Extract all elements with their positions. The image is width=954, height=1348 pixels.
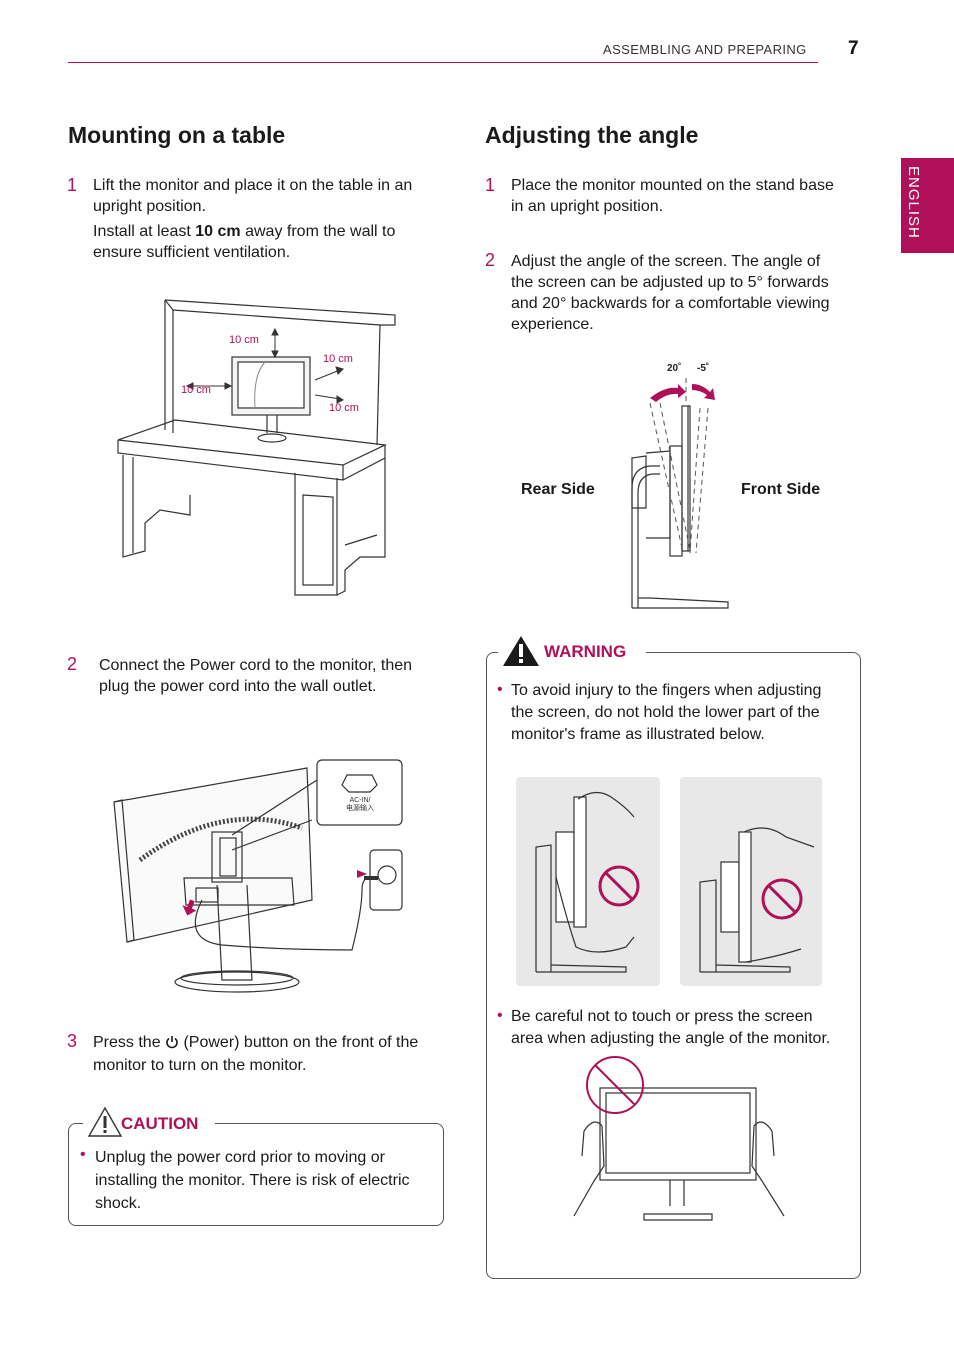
warning-line: area when adjusting the angle of the mon… [511, 1030, 831, 1047]
power-cord-illustration [113, 759, 403, 993]
language-tab-label: ENGLISH [905, 166, 922, 239]
running-header: ASSEMBLING AND PREPARING [603, 42, 807, 57]
angle-step2-text: Adjust the angle of the screen. The angl… [511, 251, 861, 335]
angle-step2-line: the screen can be adjusted up to 5° forw… [511, 274, 829, 291]
caution-header: CAUTION [83, 1104, 215, 1140]
screen-press-hazard-illustration [573, 1056, 785, 1221]
bullet: • [497, 681, 503, 698]
caution-line: installing the monitor. There is risk of… [95, 1172, 410, 1189]
language-tab: ENGLISH [901, 158, 954, 253]
step-number: 2 [485, 250, 496, 270]
step1-line: Lift the monitor and place it on the tab… [93, 177, 413, 194]
caution-text: Unplug the power cord prior to moving or… [95, 1146, 435, 1215]
step3-line: Press the (Power) button on the front of… [93, 1032, 443, 1055]
ventilation-note: Install at least 10 cm away from the wal… [93, 223, 396, 240]
step2-line: plug the power cord into the wall outlet… [99, 678, 377, 695]
caution-box [68, 1123, 444, 1226]
clearance-label-back: 10 cm [329, 402, 359, 414]
step3-line: monitor to turn on the monitor. [93, 1057, 307, 1074]
angle-step2-line: and 20° backwards for a comfortable view… [511, 295, 830, 312]
header-rule [68, 62, 818, 63]
step2-line: Connect the Power cord to the monitor, t… [99, 657, 413, 674]
step3-text: Press the (Power) button on the front of… [93, 1032, 443, 1076]
caution-title: CAUTION [121, 1114, 199, 1134]
caution-icon [87, 1106, 123, 1137]
step-number: 1 [485, 175, 496, 195]
angle-title: Adjusting the angle [485, 122, 699, 148]
angle-step2-line: Adjust the angle of the screen. The angl… [511, 253, 821, 270]
angle-step2-line: experience. [511, 316, 594, 333]
warning-line: Be careful not to touch or press the scr… [511, 1008, 813, 1025]
back-tilt-label: 20˚ [667, 363, 682, 374]
warning-line: To avoid injury to the fingers when adju… [511, 682, 822, 699]
desk-illustration [117, 299, 396, 596]
caution-line: shock. [95, 1195, 142, 1212]
caution-line: Unplug the power cord prior to moving or [95, 1149, 385, 1166]
warning-line: monitor's frame as illustrated below. [511, 726, 765, 743]
step2-text: Connect the Power cord to the monitor, t… [99, 655, 444, 697]
clearance-label-top: 10 cm [229, 334, 259, 346]
rear-side-label: Rear Side [521, 481, 595, 498]
ac-in-port-label: AC-IN/ 电源输入 [346, 797, 374, 812]
clearance-label-left: 10 cm [181, 384, 211, 396]
step-number: 3 [67, 1031, 78, 1051]
warning-title: WARNING [544, 642, 627, 662]
step1-text: Lift the monitor and place it on the tab… [93, 175, 443, 263]
finger-hazard-illustrations [516, 777, 822, 986]
warning-text-2: Be careful not to touch or press the scr… [511, 1006, 851, 1050]
angle-step1-line: Place the monitor mounted on the stand b… [511, 177, 834, 194]
power-icon [165, 1034, 179, 1055]
step1-line: upright position. [93, 198, 206, 215]
warning-line: the screen, do not hold the lower part o… [511, 704, 820, 721]
warning-icon [503, 636, 539, 666]
tilt-angle-illustration [631, 378, 729, 609]
angle-step1-line: in an upright position. [511, 198, 664, 215]
angle-step1-text: Place the monitor mounted on the stand b… [511, 175, 861, 217]
warning-header: WARNING [498, 632, 646, 670]
front-side-label: Front Side [741, 481, 821, 498]
bullet: • [497, 1007, 503, 1024]
mounting-title: Mounting on a table [68, 122, 286, 148]
step-number: 1 [67, 175, 78, 195]
hazard-panel-left [516, 777, 660, 986]
forward-tilt-label: -5˚ [697, 363, 710, 374]
clearance-label-right: 10 cm [323, 353, 353, 365]
ventilation-note-line: ensure sufficient ventilation. [93, 244, 291, 261]
page-number: 7 [848, 38, 859, 59]
warning-text-1: To avoid injury to the fingers when adju… [511, 680, 851, 746]
bullet: • [80, 1146, 86, 1163]
step-number: 2 [67, 654, 78, 674]
